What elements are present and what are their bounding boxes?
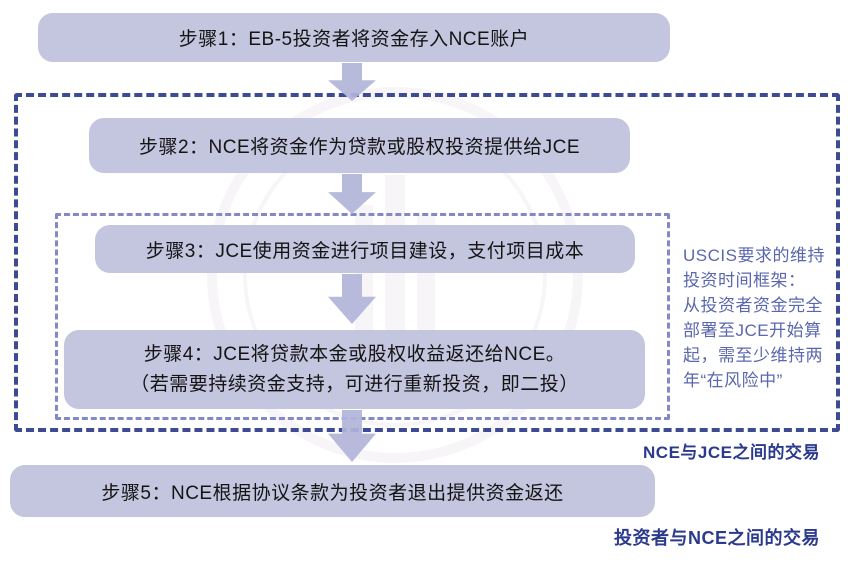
annotation-line: 投资时间框架： (683, 271, 806, 290)
arrow-down-icon (328, 174, 376, 214)
step4-label-line2: （若需要持续资金支持，可进行重新投资，即二投） (130, 373, 579, 395)
annotation-line: 年“在风险中” (683, 371, 783, 390)
arrow-down-icon (328, 63, 376, 101)
arrow-down-icon (328, 274, 376, 324)
annotation-line: USCIS要求的维持 (683, 246, 825, 265)
uscis-annotation: USCIS要求的维持 投资时间框架： 从投资者资金完全 部署至JCE开始算 起，… (683, 243, 839, 393)
step1-box: 步骤1：EB-5投资者将资金存入NCE账户 (38, 13, 670, 62)
step5-box: 步骤5：NCE根据协议条款为投资者退出提供资金返还 (10, 465, 655, 517)
arrow-down-icon (328, 410, 376, 462)
step5-label: 步骤5：NCE根据协议条款为投资者退出提供资金返还 (101, 482, 564, 504)
caption-investor-nce: 投资者与NCE之间的交易 (613, 528, 820, 548)
step2-box: 步骤2：NCE将资金作为贷款或股权投资提供给JCE (89, 118, 630, 173)
annotation-line: 部署至JCE开始算 (683, 321, 822, 340)
step4-box: 步骤4：JCE将贷款本金或股权收益返还给NCE。 （若需要持续资金支持，可进行重… (64, 330, 645, 409)
step3-box: 步骤3：JCE使用资金进行项目建设，支付项目成本 (95, 225, 635, 273)
annotation-line: 起，需至少维持两 (683, 346, 823, 365)
step4-label-line1: 步骤4：JCE将贷款本金或股权收益返还给NCE。 (143, 343, 566, 365)
caption-nce-jce: NCE与JCE之间的交易 (643, 443, 820, 462)
annotation-line: 从投资者资金完全 (683, 296, 823, 315)
outer-dashed-container (14, 93, 840, 432)
step3-label: 步骤3：JCE使用资金进行项目建设，支付项目成本 (145, 240, 585, 262)
step2-label: 步骤2：NCE将资金作为贷款或股权投资提供给JCE (138, 137, 581, 158)
step1-label: 步骤1：EB-5投资者将资金存入NCE账户 (178, 29, 530, 50)
inner-dashed-container (55, 213, 670, 420)
